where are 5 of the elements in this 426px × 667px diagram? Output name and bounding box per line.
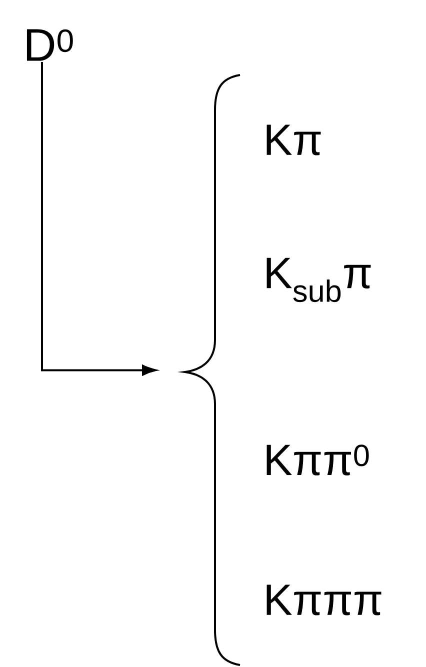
- particle-label: D$^{0}$: [26, 29, 73, 61]
- decay-mode: Kπ: [266, 124, 321, 156]
- decay-mode: Kππ$^{0}$: [266, 444, 369, 476]
- decay-mode: K$_{sub}$π: [266, 258, 371, 302]
- decay-mode: Kπππ: [266, 584, 382, 616]
